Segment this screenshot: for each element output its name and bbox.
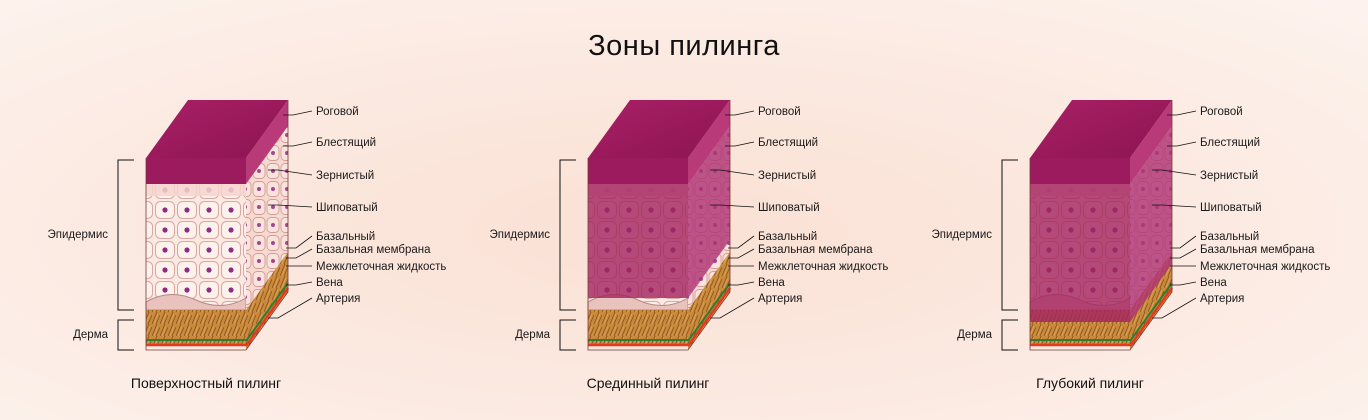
layer-label: Артерия <box>758 293 802 305</box>
layer-label: Шиповатый <box>1200 202 1262 214</box>
block-edge <box>1029 100 1173 351</box>
layer-label: Шиповатый <box>758 202 820 214</box>
leader-line <box>286 248 313 259</box>
layer-label: Зернистый <box>758 170 816 182</box>
leader-line <box>1170 281 1197 286</box>
leader-line <box>286 235 313 249</box>
leader-line <box>710 169 755 176</box>
layer-label: Базальная мембрана <box>316 244 431 256</box>
layer-label: Базальная мембрана <box>1200 244 1315 256</box>
leader-line <box>1152 169 1197 176</box>
dermis-bracket <box>559 319 576 351</box>
epidermis-label: Эпидермис <box>932 229 993 241</box>
vein-side <box>245 282 289 342</box>
leader-line <box>283 141 313 147</box>
leader-line <box>728 281 755 286</box>
leader-line <box>725 141 755 147</box>
layer-label: Базальный <box>758 231 817 243</box>
layer-label: Базальная мембрана <box>758 244 873 256</box>
vein-side <box>687 282 731 342</box>
leader-line <box>283 110 313 116</box>
layer-label: Межклеточная жидкость <box>758 261 888 273</box>
stratum-corneum-top <box>1030 100 1172 158</box>
leader-line <box>268 169 313 176</box>
peel-zone-front <box>1030 184 1130 322</box>
epidermis-bracket <box>559 159 576 311</box>
stratum-corneum-side <box>688 100 730 184</box>
dermis-label: Дерма <box>515 329 550 341</box>
layer-label: Артерия <box>316 293 360 305</box>
layer-label: Шиповатый <box>316 202 378 214</box>
dermis-label: Дерма <box>73 329 108 341</box>
layer-label: Блестящий <box>758 137 818 149</box>
epidermis-bracket <box>117 159 134 311</box>
peel-zone-side <box>1130 126 1172 322</box>
leader-line <box>710 204 755 208</box>
leader-line <box>1167 141 1197 147</box>
layer-label: Межклеточная жидкость <box>316 261 446 273</box>
layer-label: Межклеточная жидкость <box>1200 261 1330 273</box>
panel-caption: Срединный пилинг <box>587 375 710 391</box>
dermis-bracket <box>1001 319 1018 351</box>
leader-line <box>725 110 755 116</box>
layer-label: Роговой <box>1200 106 1243 118</box>
epidermis-bracket <box>1001 159 1018 311</box>
leader-line <box>1170 248 1197 259</box>
peel-zone-side <box>688 126 730 298</box>
stratum-corneum-front <box>588 158 688 184</box>
layer-label: Вена <box>758 277 785 289</box>
leader-line <box>1152 204 1197 208</box>
stratum-corneum-top <box>146 100 288 158</box>
leader-line <box>1167 110 1197 116</box>
stratum-corneum-front <box>1030 158 1130 184</box>
layer-label: Артерия <box>1200 293 1244 305</box>
stratum-corneum-side <box>1130 100 1172 184</box>
layer-label: Зернистый <box>316 170 374 182</box>
basal-membrane <box>145 294 247 311</box>
leader-line <box>268 204 313 208</box>
leader-line <box>1152 297 1197 319</box>
leader-line <box>710 297 755 319</box>
leader-line <box>286 281 313 286</box>
page-title: Зоны пилинга <box>588 30 780 62</box>
leader-line <box>728 235 755 249</box>
block-edge <box>587 100 731 351</box>
panel-caption: Глубокий пилинг <box>1036 375 1144 391</box>
layer-label: Роговой <box>316 106 359 118</box>
peel-zone-front <box>588 184 688 298</box>
artery-side <box>245 287 289 347</box>
panel-caption: Поверхностный пилинг <box>131 375 281 391</box>
epidermis-label: Эпидермис <box>48 229 109 241</box>
dermis-front <box>146 310 246 344</box>
block-edge <box>145 100 289 351</box>
layer-label: Блестящий <box>316 137 376 149</box>
stratum-corneum-front <box>146 158 246 184</box>
layer-label: Вена <box>1200 277 1227 289</box>
leader-line <box>1170 235 1197 249</box>
dermis-bracket <box>117 319 134 351</box>
artery-side <box>1129 287 1173 347</box>
stratum-corneum-top <box>588 100 730 158</box>
vein-side <box>1129 282 1173 342</box>
granular-layer <box>146 182 246 196</box>
leader-line <box>728 248 755 259</box>
dermis-front <box>588 310 688 344</box>
layer-label: Базальный <box>1200 231 1259 243</box>
dermis-label: Дерма <box>957 329 992 341</box>
layer-label: Базальный <box>316 231 375 243</box>
layer-label: Роговой <box>758 106 801 118</box>
layer-label: Зернистый <box>1200 170 1258 182</box>
layer-label: Блестящий <box>1200 137 1260 149</box>
layer-label: Вена <box>316 277 343 289</box>
stratum-corneum-side <box>246 100 288 184</box>
artery-side <box>687 287 731 347</box>
leader-line <box>268 297 313 319</box>
epidermis-label: Эпидермис <box>490 229 551 241</box>
